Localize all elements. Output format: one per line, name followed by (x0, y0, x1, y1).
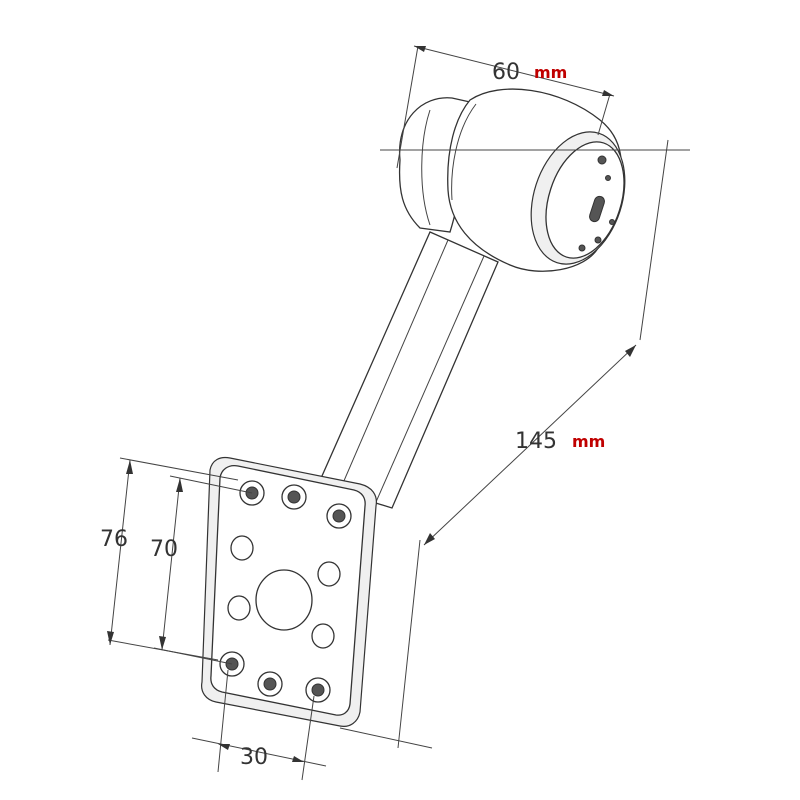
top-bolt-holes (239, 480, 352, 529)
head-housing (398, 88, 626, 272)
mounting-plate (201, 456, 377, 727)
dimension-70: 70 (150, 475, 253, 665)
center-hole (255, 569, 313, 631)
arm-tube (317, 231, 499, 509)
dim-60-value: 60 (492, 60, 520, 85)
side-holes (227, 535, 341, 649)
dim-70-value: 70 (150, 537, 178, 562)
dimension-30: 30 (191, 669, 327, 781)
dim-76-value: 76 (100, 527, 128, 552)
dim-145-unit: mm (572, 432, 605, 451)
dimension-145mm: 145 mm (339, 139, 669, 749)
bottom-bolt-holes (219, 651, 331, 703)
dimension-60mm: 60 mm (396, 45, 615, 169)
dim-30-value: 30 (240, 745, 268, 770)
dim-60-unit: mm (534, 63, 567, 82)
dim-145-value: 145 (515, 429, 557, 454)
